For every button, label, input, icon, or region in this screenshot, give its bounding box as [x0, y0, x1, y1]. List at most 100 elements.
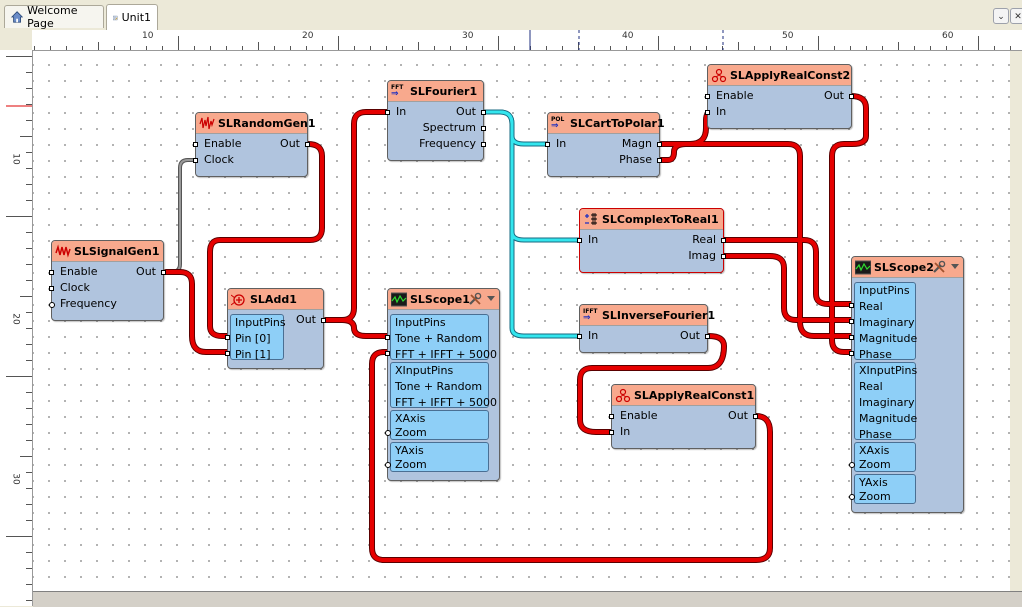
output-pin-connector[interactable]	[849, 94, 854, 99]
scope-icon	[391, 292, 407, 307]
complex-to-real-icon	[583, 212, 599, 227]
adder-icon	[231, 292, 247, 307]
pin-zoom: Zoom	[395, 426, 427, 439]
pin-in: In	[588, 233, 599, 246]
pin-in: In	[556, 137, 567, 150]
input-pin-connector[interactable]	[545, 142, 550, 147]
pin-0: Pin [0]	[235, 332, 271, 345]
tab-list-dropdown-button[interactable]: ⌄	[993, 8, 1009, 24]
horizontal-scrollbar[interactable]	[33, 591, 1022, 607]
pin-enable: Enable	[204, 137, 242, 150]
input-pin-connector[interactable]	[385, 351, 390, 356]
input-pin-connector[interactable]	[849, 462, 855, 468]
component-slapplyrealconst1[interactable]: SLApplyRealConst1 Enable In Out	[609, 384, 758, 449]
pin-clock: Clock	[60, 281, 90, 294]
dropdown-arrow-icon[interactable]	[951, 264, 959, 269]
pin-frequency: Frequency	[419, 137, 476, 150]
tools-icon[interactable]	[468, 292, 482, 306]
vertical-ruler: 10 20 30	[0, 50, 33, 606]
output-pin-connector[interactable]	[657, 158, 662, 163]
y-axis-group: YAxis Zoom	[854, 474, 916, 504]
pin-out: Out	[136, 265, 156, 278]
component-sladd1[interactable]: SLAdd1 InputPins Pin [0] Pin [1] Out	[225, 288, 326, 369]
input-pin-connector[interactable]	[385, 462, 391, 468]
pin-out: Out	[824, 89, 844, 102]
horizontal-ruler-ticks	[34, 30, 1011, 50]
ruler-label: 20	[302, 31, 314, 41]
output-pin-connector[interactable]	[305, 142, 310, 147]
group-label: XAxis	[395, 412, 426, 425]
tools-icon[interactable]	[932, 260, 946, 274]
output-pin-connector[interactable]	[721, 238, 726, 243]
apply-const-icon	[711, 68, 727, 83]
component-title: SLSignalGen1	[52, 241, 163, 262]
pin-magnitude: Magnitude	[859, 412, 918, 425]
output-pin-connector[interactable]	[753, 414, 758, 419]
output-pin-connector[interactable]	[481, 110, 486, 115]
input-pin-connector[interactable]	[849, 335, 854, 340]
scope-icon	[855, 260, 871, 275]
output-pin-connector[interactable]	[481, 142, 486, 147]
pin-spectrum: Spectrum	[422, 121, 476, 134]
horizontal-ruler: 10 20 30 40 50 60	[32, 30, 1022, 51]
input-pin-connector[interactable]	[849, 351, 854, 356]
input-pin-connector[interactable]	[705, 94, 710, 99]
output-pin-connector[interactable]	[321, 318, 326, 323]
icon-text: POL	[551, 116, 565, 123]
input-pins-group: InputPins Pin [0] Pin [1]	[230, 314, 286, 361]
component-slsignalgen1[interactable]: SLSignalGen1 Enable Clock Frequency Out	[49, 240, 166, 321]
input-pin-connector[interactable]	[49, 286, 54, 291]
component-slscope1[interactable]: SLScope1 InputPins Tone + Random FFT + I…	[385, 288, 500, 481]
pin-real: Real	[859, 300, 883, 313]
group-label: XInputPins	[859, 364, 918, 377]
input-pin-connector[interactable]	[193, 158, 198, 163]
group-label: XInputPins	[395, 364, 454, 377]
component-title: SLApplyRealConst1	[612, 385, 755, 406]
input-pin-connector[interactable]	[849, 319, 854, 324]
close-icon: ✕	[1014, 12, 1022, 22]
component-slcomplextoreal1[interactable]: SLComplexToReal1 In Real Imag	[577, 208, 726, 273]
input-pin-connector[interactable]	[577, 238, 582, 243]
component-title: SLComplexToReal1	[580, 209, 723, 230]
input-pin-connector[interactable]	[577, 334, 582, 339]
input-pin-connector[interactable]	[193, 142, 198, 147]
component-slfourier1[interactable]: SLFourier1 FFT⇒ In Out Spectrum Frequenc…	[385, 80, 486, 161]
output-pin-connector[interactable]	[161, 270, 166, 275]
input-pin-connector[interactable]	[225, 335, 230, 340]
input-pin-connector[interactable]	[385, 335, 390, 340]
tab-welcome-page[interactable]: Welcome Page	[4, 4, 104, 30]
input-pin-connector[interactable]	[385, 430, 391, 436]
output-pin-connector[interactable]	[657, 142, 662, 147]
input-pins-group: InputPins Real Imaginary Magnitude Phase	[854, 282, 917, 361]
output-pin-connector[interactable]	[481, 126, 486, 131]
input-pin-connector[interactable]	[609, 414, 614, 419]
pin-zoom: Zoom	[859, 490, 891, 503]
pin-in: In	[396, 105, 407, 118]
tab-unit1[interactable]: Unit1	[106, 4, 158, 30]
pin-frequency: Frequency	[60, 297, 117, 310]
output-pin-connector[interactable]	[705, 334, 710, 339]
group-label: InputPins	[395, 316, 446, 329]
dropdown-arrow-icon[interactable]	[487, 296, 495, 301]
component-slinversefourier1[interactable]: SLInverseFourier1 IFFT⇒ In Out	[577, 304, 715, 353]
input-pin-connector[interactable]	[849, 494, 855, 500]
input-pin-connector[interactable]	[49, 270, 54, 275]
pin-out: Out	[280, 137, 300, 150]
output-pin-connector[interactable]	[721, 254, 726, 259]
component-slrandomgen1[interactable]: SLRandomGen1 Enable Clock Out	[193, 112, 316, 177]
pin-out: Out	[456, 105, 476, 118]
signal-generator-icon	[55, 244, 71, 259]
component-slcarttopolar1[interactable]: SLCartToPolar1 POL⇒ In Magn Phase	[545, 112, 665, 177]
component-slscope2[interactable]: SLScope2 InputPins Real Imaginary Magnit…	[849, 256, 964, 513]
close-tab-button[interactable]: ✕	[1010, 8, 1022, 24]
component-slapplyrealconst2[interactable]: SLApplyRealConst2 Enable In Out	[705, 64, 854, 129]
input-pin-connector[interactable]	[609, 430, 614, 435]
arrow-icon: ⇒	[551, 121, 559, 131]
input-pin-connector[interactable]	[49, 302, 55, 308]
arrow-icon: ⇒	[391, 89, 399, 99]
input-pin-connector[interactable]	[849, 303, 854, 308]
input-pin-connector[interactable]	[705, 110, 710, 115]
input-pin-connector[interactable]	[385, 110, 390, 115]
input-pin-connector[interactable]	[225, 351, 230, 356]
pin-enable: Enable	[620, 409, 658, 422]
